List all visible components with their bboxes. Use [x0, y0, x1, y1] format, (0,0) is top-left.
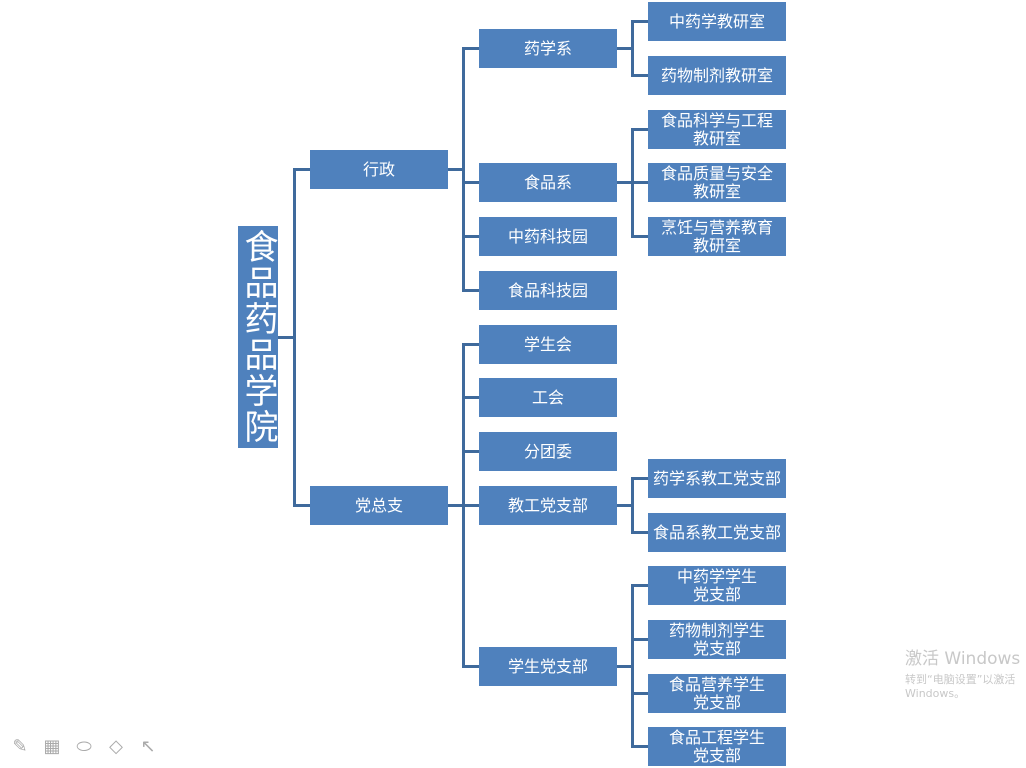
level3-node: 食品营养学生 党支部	[648, 674, 786, 713]
connector-line	[631, 531, 648, 534]
connector-line	[462, 396, 479, 399]
connector-line	[462, 504, 479, 507]
pointer-icon[interactable]: ↖	[140, 736, 156, 757]
eraser-icon[interactable]: ◇	[109, 736, 123, 757]
level3-node: 食品科学与工程 教研室	[648, 110, 786, 149]
connector-line	[631, 181, 648, 184]
connector-line	[617, 665, 631, 668]
level3-node: 药物制剂学生 党支部	[648, 620, 786, 659]
connector-line	[631, 20, 634, 77]
connector-line	[448, 504, 462, 507]
level2-node: 食品科技园	[479, 271, 617, 310]
connector-line	[462, 235, 479, 238]
connector-line	[617, 504, 631, 507]
slideshow-toolbar: ✎ ▦ ⬭ ◇ ↖	[10, 736, 158, 758]
connector-line	[631, 745, 648, 748]
connector-line	[293, 169, 296, 507]
level2-node: 中药科技园	[479, 217, 617, 256]
connector-line	[631, 128, 648, 131]
connector-line	[448, 168, 462, 171]
level3-node: 中药学教研室	[648, 2, 786, 41]
level2-node: 工会	[479, 378, 617, 417]
connector-line	[631, 638, 648, 641]
root-node: 食品药品学院	[238, 226, 278, 448]
keyboard-icon[interactable]: ▦	[43, 736, 61, 757]
connector-line	[631, 20, 648, 23]
level2-node: 学生党支部	[479, 647, 617, 686]
connector-line	[631, 235, 648, 238]
connector-line	[462, 450, 479, 453]
level2-node: 药学系	[479, 29, 617, 68]
connector-line	[278, 336, 294, 339]
connector-line	[462, 665, 479, 668]
level3-node: 药学系教工党支部	[648, 459, 786, 498]
level3-node: 药物制剂教研室	[648, 56, 786, 95]
connector-line	[462, 181, 479, 184]
connector-line	[631, 692, 648, 695]
connector-line	[462, 343, 479, 346]
connector-line	[462, 289, 479, 292]
level3-node: 食品质量与安全 教研室	[648, 163, 786, 202]
connector-line	[631, 477, 634, 534]
level3-node: 食品工程学生 党支部	[648, 727, 786, 766]
level1-node: 党总支	[310, 486, 448, 525]
level2-node: 食品系	[479, 163, 617, 202]
connector-line	[462, 47, 479, 50]
connector-line	[631, 477, 648, 480]
connector-line	[631, 74, 648, 77]
level2-node: 分团委	[479, 432, 617, 471]
highlighter-icon[interactable]: ⬭	[76, 736, 92, 757]
level2-node: 教工党支部	[479, 486, 617, 525]
level1-node: 行政	[310, 150, 448, 189]
level3-node: 烹饪与营养教育 教研室	[648, 217, 786, 256]
level3-node: 食品系教工党支部	[648, 513, 786, 552]
connector-line	[617, 47, 631, 50]
level3-node: 中药学学生 党支部	[648, 566, 786, 605]
connector-line	[462, 47, 465, 292]
pen-icon[interactable]: ✎	[12, 736, 28, 757]
activation-watermark-subtitle: 转到“电脑设置”以激活 Windows。	[905, 673, 1016, 700]
activation-watermark-title: 激活 Windows	[905, 649, 1021, 669]
connector-line	[293, 504, 310, 507]
level2-node: 学生会	[479, 325, 617, 364]
connector-line	[631, 584, 634, 748]
connector-line	[293, 168, 310, 171]
connector-line	[631, 584, 648, 587]
connector-line	[617, 181, 631, 184]
